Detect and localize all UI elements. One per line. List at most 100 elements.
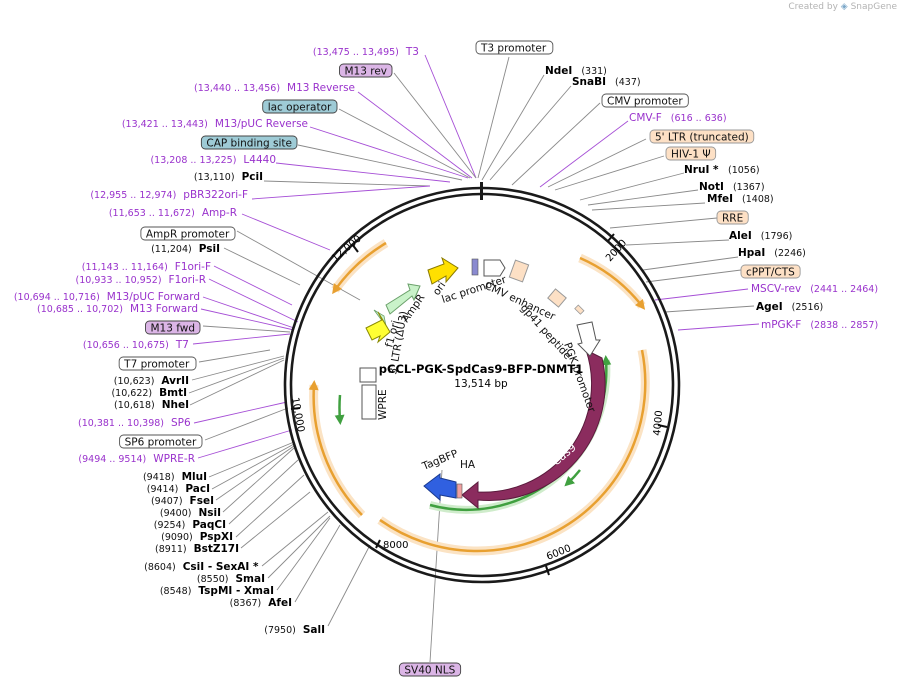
label-m13fwd: M13 fwd — [145, 320, 201, 335]
enzyme-fsei-name: FseI — [190, 495, 214, 507]
label-csii: CsiI - SexAI *(8604) — [144, 561, 259, 573]
enzyme-ndei-pos: (331) — [581, 66, 607, 77]
enzyme-bstz-pos: (8911) — [155, 544, 187, 555]
label-smai: SmaI(8550) — [197, 573, 265, 585]
badge-amprp-box — [140, 226, 236, 241]
badge-m13fwd-text: M13 fwd — [150, 323, 195, 335]
label-snabi: SnaBI (437) — [572, 76, 641, 88]
badge-cppt-box — [740, 264, 801, 279]
badge-ltr5-text: 5' LTR (truncated) — [655, 132, 749, 144]
primer-cmvf-pos: (616 .. 636) — [671, 113, 727, 124]
label-nsii: NsiI (9400) — [160, 507, 221, 519]
badge-hiv-text: HIV-1 Ψ — [671, 149, 711, 161]
enzyme-tspmi-pos: (8548) — [160, 586, 192, 597]
enzyme-noti-name: NotI — [699, 181, 724, 193]
label-nrui: NruI *(1056) — [684, 164, 760, 176]
badge-laco-box — [262, 99, 338, 114]
label-avrii: AvrII(10,623) — [114, 375, 189, 387]
enzyme-nsii-name: NsiI — [198, 507, 221, 519]
badge-sp6p-box — [119, 434, 203, 449]
label-fsei: FseI (9407) — [151, 495, 214, 507]
enzyme-snabi-name: SnaBI — [572, 76, 606, 88]
backbone — [283, 182, 681, 584]
label-noti: NotI(1367) — [699, 181, 765, 193]
label-sv40: SV40 NLS — [398, 662, 462, 677]
enzyme-smai-name: SmaI — [236, 573, 266, 585]
enzyme-bmti-name: BmtI — [159, 387, 187, 399]
badge-cap-box — [200, 135, 298, 150]
label-t7p: T7 promoter — [118, 356, 197, 371]
badge-cppt-text: cPPT/CTS — [746, 267, 795, 279]
enzyme-paqci-name: PaqCI — [192, 519, 226, 531]
label-t3: T3(13,475 .. 13,495) — [313, 46, 419, 58]
label-cmvf: CMV-F(616 .. 636) — [629, 112, 727, 124]
primer-t3-name: T3 — [405, 46, 419, 58]
enzyme-csii-name: CsiI - SexAI * — [183, 561, 259, 573]
badge-hiv-box — [665, 146, 717, 161]
enzyme-pspxi-pos: (9090) — [161, 532, 193, 543]
badge-m13fwd-box — [145, 320, 201, 335]
label-mpgk: mPGK-F(2838 .. 2857) — [761, 319, 878, 331]
label-t7: T7(10,656 .. 10,675) — [83, 339, 189, 351]
primer-m13puc-name: M13/pUC Reverse — [215, 118, 308, 130]
inner-features — [359, 256, 606, 510]
enzyme-nsii-pos: (9400) — [160, 508, 192, 519]
enzyme-nrui-name: NruI * — [684, 164, 719, 176]
label-t3p: T3 promoter — [475, 40, 554, 55]
label-hpai: HpaI(2246) — [738, 247, 806, 259]
primer-ampr-name: Amp-R — [202, 207, 237, 219]
plasmid-name: pCCL-PGK-SpdCas9-BFP-DNMT1 — [379, 362, 583, 376]
badge-m13rev-box — [339, 63, 393, 78]
feature-wpre: WPRE — [377, 389, 389, 420]
badge-laco-text: lac operator — [268, 102, 332, 114]
primer-l4440-pos: (13,208 .. 13,225) — [150, 155, 236, 166]
label-msc: MSCV-rev(2441 .. 2464) — [751, 283, 878, 295]
enzyme-alei-pos: (1796) — [761, 231, 793, 242]
label-m13rev: M13 rev — [339, 63, 393, 78]
enzyme-agei-pos: (2516) — [792, 302, 824, 313]
enzyme-snabi-pos: (437) — [615, 77, 641, 88]
enzyme-paqci-pos: (9254) — [154, 520, 186, 531]
label-ndei: NdeI (331) — [545, 65, 607, 77]
label-pspxi: PspXI(9090) — [161, 531, 233, 543]
primer-f1f-name: F1ori-F — [175, 261, 211, 273]
enzyme-bstz-name: BstZ17I — [194, 543, 239, 555]
badge-cmvp-box — [601, 93, 689, 108]
label-sali: SalI(7950) — [264, 624, 325, 636]
badge-m13rev-text: M13 rev — [344, 66, 387, 78]
enzyme-pcii-name: PciI — [242, 171, 263, 183]
label-paci: PacI(9414) — [147, 483, 210, 495]
enzyme-nhei-pos: (10,618) — [114, 400, 155, 411]
enzyme-mlui-name: MluI — [182, 471, 207, 483]
enzyme-hpai-pos: (2246) — [774, 248, 806, 259]
enzyme-bmti-pos: (10,622) — [111, 388, 152, 399]
primer-sp6-name: SP6 — [171, 417, 191, 429]
primer-sp6-pos: (10,381 .. 10,398) — [78, 418, 164, 429]
enzyme-fsei-pos: (9407) — [151, 496, 183, 507]
primer-msc-pos: (2441 .. 2464) — [810, 284, 878, 295]
badge-amprp-text: AmpR promoter — [146, 229, 230, 241]
label-f1f: F1ori-F(11,143 .. 11,164) — [82, 261, 211, 273]
tick-10000: 10,000 — [289, 397, 306, 433]
primer-wpre-name: WPRE-R — [153, 453, 195, 465]
label-m13puc: M13/pUC Reverse(13,421 .. 13,443) — [122, 118, 308, 130]
enzyme-avrii-name: AvrII — [161, 375, 189, 387]
label-nhei: NheI (10,618) — [114, 399, 189, 411]
badge-rre-text: RRE — [722, 213, 743, 225]
enzyme-pcii-pos: (13,110) — [194, 172, 235, 183]
enzyme-tspmi-name: TspMI - XmaI — [198, 585, 274, 597]
enzyme-nhei-name: NheI — [162, 399, 189, 411]
label-psii: PsiI(11,204) — [151, 243, 220, 255]
label-m13pf: M13/pUC Forward(10,694 .. 10,716) — [14, 291, 200, 303]
enzyme-ndei-name: NdeI — [545, 65, 572, 77]
enzyme-psii-name: PsiI — [199, 243, 220, 255]
badge-sv40-box — [398, 662, 462, 677]
watermark-prefix: Created by — [788, 2, 838, 12]
primer-mpgk-name: mPGK-F — [761, 319, 801, 331]
badge-sv40-text: SV40 NLS — [404, 665, 455, 677]
label-ampr: Amp-R(11,653 .. 11,672) — [109, 207, 237, 219]
badge-rre-box — [716, 210, 749, 225]
feature-ha: HA — [460, 459, 476, 471]
label-sp6p: SP6 promoter — [119, 434, 203, 449]
label-cap: CAP binding site — [200, 135, 298, 150]
